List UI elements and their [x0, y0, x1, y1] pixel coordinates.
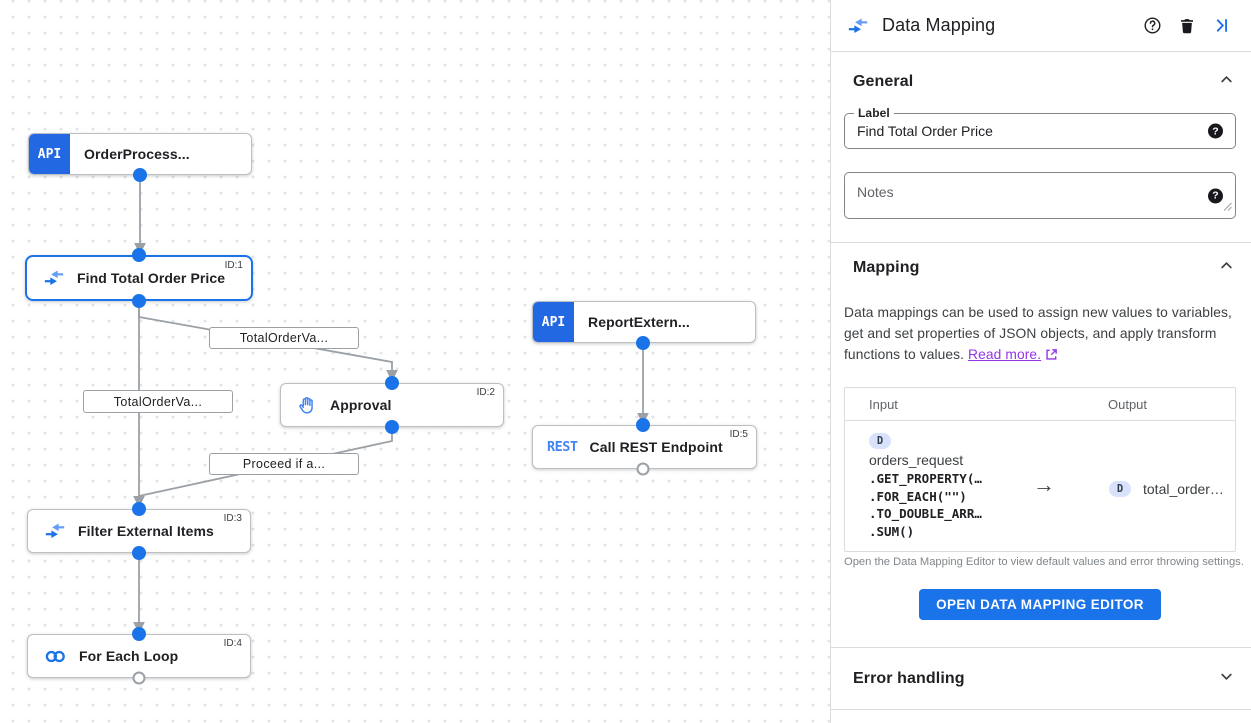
node-label: Call REST Endpoint	[589, 439, 723, 455]
input-transform-code: .GET_PROPERTY(… .FOR_EACH("") .TO_DOUBLE…	[869, 470, 982, 540]
label-field: Label ?	[844, 106, 1236, 149]
api-trigger-badge: API	[29, 134, 70, 174]
approval-hand-icon	[297, 395, 318, 416]
rest-icon: REST	[547, 439, 578, 455]
section-mapping-toggle[interactable]: Mapping	[831, 243, 1251, 293]
node-label: For Each Loop	[79, 648, 179, 664]
connection-point[interactable]	[132, 248, 146, 262]
workflow-canvas[interactable]: API OrderProcess... Find Total Order Pri…	[0, 0, 830, 723]
input-variable-name: orders_request	[869, 452, 964, 468]
input-column-header: Input	[869, 397, 898, 412]
divider	[831, 647, 1251, 648]
data-mapping-icon	[44, 520, 66, 542]
edge-label-total-order-1[interactable]: TotalOrderVa...	[209, 327, 359, 349]
connection-point[interactable]	[132, 294, 146, 308]
chevron-up-icon	[1217, 256, 1236, 280]
datatype-badge: D	[1109, 481, 1131, 497]
mapping-arrow-icon: →	[1033, 472, 1055, 497]
node-label: Find Total Order Price	[77, 270, 226, 286]
connection-point[interactable]	[636, 418, 650, 432]
notes-field: ?	[844, 172, 1236, 219]
section-general-title: General	[853, 73, 914, 90]
node-id-badge: ID:5	[729, 429, 748, 440]
edge-label-total-order-2[interactable]: TotalOrderVa...	[83, 390, 233, 413]
output-variable-name: total_order…	[1143, 481, 1224, 497]
connection-point[interactable]	[385, 420, 399, 434]
divider	[831, 709, 1251, 710]
chevron-up-icon	[1217, 70, 1236, 94]
loop-icon	[44, 646, 67, 667]
section-error-handling-title: Error handling	[853, 669, 965, 687]
connection-point-open[interactable]	[636, 462, 650, 476]
node-id-badge: ID:2	[476, 387, 495, 398]
node-label: OrderProcess...	[84, 146, 190, 162]
mapping-row[interactable]: D orders_request .GET_PROPERTY(… .FOR_EA…	[845, 421, 1235, 551]
open-data-mapping-editor-button[interactable]: OPEN DATA MAPPING EDITOR	[919, 589, 1161, 620]
mapping-table-header: Input Output	[845, 388, 1235, 421]
connection-point[interactable]	[636, 336, 650, 350]
connection-point-open[interactable]	[132, 671, 146, 685]
node-id-badge: ID:1	[224, 260, 243, 271]
node-label: Filter External Items	[78, 523, 214, 539]
config-panel-header: Data Mapping	[831, 0, 1251, 52]
external-link-icon	[1045, 346, 1058, 367]
datatype-badge: D	[869, 433, 891, 449]
node-label: Approval	[330, 397, 392, 413]
node-for-each-loop[interactable]: For Each Loop ID:4	[27, 634, 251, 678]
node-filter-external-items[interactable]: Filter External Items ID:3	[27, 509, 251, 553]
connection-point[interactable]	[132, 627, 146, 641]
connection-point[interactable]	[132, 502, 146, 516]
node-id-badge: ID:3	[223, 513, 242, 524]
mapping-table: Input Output D orders_request .GET_PROPE…	[844, 387, 1236, 552]
chevron-down-icon	[1217, 667, 1236, 691]
connection-point[interactable]	[385, 376, 399, 390]
mapping-description-text: Data mappings can be used to assign new …	[844, 305, 1232, 362]
section-mapping-title: Mapping	[853, 259, 920, 276]
connection-point[interactable]	[132, 546, 146, 560]
node-id-badge: ID:4	[223, 638, 242, 649]
code-line: .FOR_EACH("")	[869, 488, 967, 504]
code-line: .GET_PROPERTY(…	[869, 471, 982, 486]
read-more-link[interactable]: Read more.	[968, 347, 1042, 362]
mapping-output-cell: D total_order…	[1109, 481, 1224, 497]
data-mapping-icon	[43, 267, 65, 289]
delete-icon[interactable]	[1175, 14, 1199, 38]
section-error-handling-toggle[interactable]: Error handling	[831, 648, 1251, 709]
code-line: .SUM()	[869, 523, 915, 539]
resize-handle-icon[interactable]	[1223, 198, 1232, 216]
help-icon[interactable]: ?	[1208, 123, 1223, 139]
config-panel: Data Mapping Gen	[830, 0, 1251, 723]
label-input[interactable]	[845, 114, 1183, 148]
label-field-label: Label	[854, 106, 894, 120]
connection-point[interactable]	[133, 168, 147, 182]
node-report-extern-trigger[interactable]: API ReportExtern...	[532, 301, 756, 343]
node-label: ReportExtern...	[588, 314, 690, 330]
help-icon[interactable]	[1140, 14, 1164, 38]
edge-label-proceed-if[interactable]: Proceed if a...	[209, 453, 359, 475]
mapping-table-caption: Open the Data Mapping Editor to view def…	[844, 556, 1244, 568]
api-trigger-badge: API	[533, 302, 574, 342]
workflow-edges	[133, 175, 649, 634]
collapse-panel-icon[interactable]	[1210, 14, 1234, 38]
panel-title: Data Mapping	[882, 15, 996, 35]
data-mapping-icon	[846, 14, 869, 38]
notes-input[interactable]	[845, 173, 1183, 218]
node-call-rest-endpoint[interactable]: REST Call REST Endpoint ID:5	[532, 425, 757, 469]
output-column-header: Output	[1108, 397, 1148, 412]
section-general-toggle[interactable]: General	[831, 59, 1251, 105]
mapping-input-cell: D orders_request .GET_PROPERTY(… .FOR_EA…	[869, 431, 982, 540]
divider	[831, 242, 1251, 243]
help-icon[interactable]: ?	[1208, 188, 1223, 203]
code-line: .TO_DOUBLE_ARR…	[869, 506, 982, 521]
mapping-description: Data mappings can be used to assign new …	[844, 302, 1236, 367]
